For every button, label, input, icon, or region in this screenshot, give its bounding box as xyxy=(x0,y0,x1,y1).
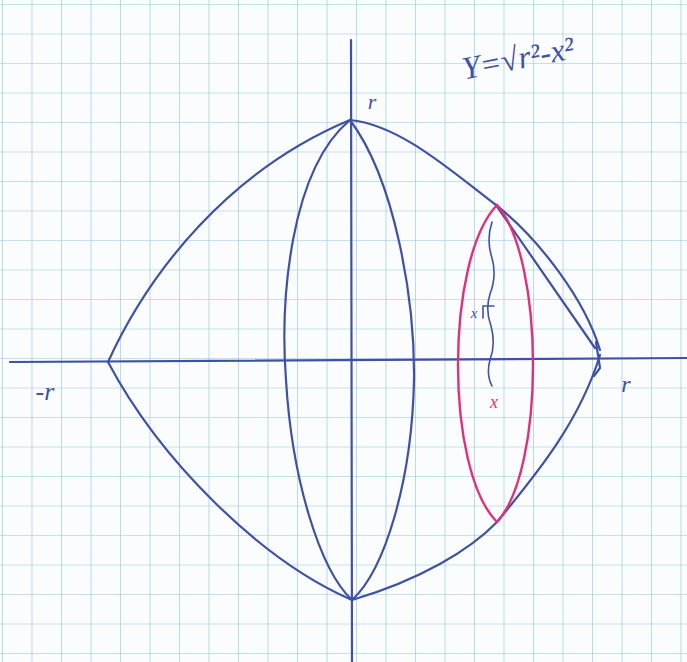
tick-mark xyxy=(594,342,600,376)
axis-label: r xyxy=(621,372,630,396)
variable-label: x xyxy=(490,393,498,411)
outline-arc xyxy=(352,355,600,600)
inner-arc xyxy=(284,120,352,600)
cross-section xyxy=(458,205,533,522)
inner-arc xyxy=(350,120,414,600)
variable-label: x xyxy=(471,306,478,321)
x-axis xyxy=(10,358,687,362)
radius-line xyxy=(488,222,494,386)
curve-y xyxy=(350,120,600,350)
y-axis xyxy=(351,40,352,662)
right-angle xyxy=(483,306,494,318)
outline-arc xyxy=(108,362,352,600)
axis-label: r xyxy=(368,91,377,113)
axis-label: -r xyxy=(36,379,55,405)
outline-arc xyxy=(108,120,350,362)
